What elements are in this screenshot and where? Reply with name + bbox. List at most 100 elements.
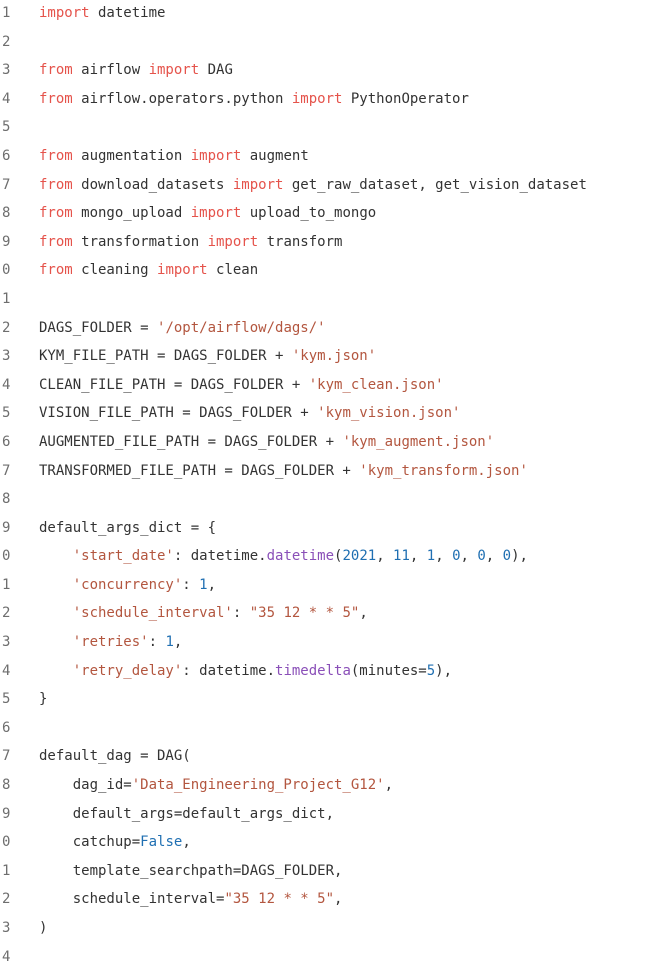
line-number: 3 (2, 348, 11, 365)
code-line[interactable]: 7 from download_datasets import get_raw_d… (0, 171, 658, 200)
code-line[interactable]: 9 from transformation import transform (0, 228, 658, 257)
code-token: from (39, 90, 73, 107)
line-number: 9 (2, 233, 11, 250)
line-number: 2 (2, 319, 11, 336)
code-token: : (148, 634, 166, 651)
code-line[interactable]: 4 (0, 943, 658, 971)
code-token: , (182, 834, 191, 851)
code-token: : datetime. (173, 548, 267, 565)
code-token: from (39, 205, 73, 222)
code-line[interactable]: 3 'retries': 1, (0, 628, 658, 657)
code-line[interactable]: 1 (0, 285, 658, 314)
code-text: } (39, 685, 658, 714)
line-number: 9 (2, 805, 11, 822)
code-token: 'kym_vision.json' (317, 405, 461, 422)
code-token: (minutes= (350, 662, 427, 679)
code-token: import (190, 205, 242, 222)
code-text: from cleaning import clean (39, 256, 658, 285)
code-line[interactable]: 2 'schedule_interval': "35 12 * * 5", (0, 599, 658, 628)
code-text: from transformation import transform (39, 228, 658, 257)
code-text: from download_datasets import get_raw_da… (39, 171, 658, 200)
code-token: , (384, 777, 394, 794)
code-text: 'retry_delay': datetime.timedelta(minute… (39, 657, 658, 686)
code-line[interactable]: 1 'concurrency': 1, (0, 571, 658, 600)
line-number: 9 (2, 519, 11, 536)
code-line[interactable]: 6 AUGMENTED_FILE_PATH = DAGS_FOLDER + 'ky… (0, 428, 658, 457)
code-token: 11 (393, 548, 410, 565)
code-text: dag_id='Data_Engineering_Project_G12', (39, 771, 658, 800)
code-line[interactable]: 3 KYM_FILE_PATH = DAGS_FOLDER + 'kym.json… (0, 342, 658, 371)
line-number: 8 (2, 491, 11, 508)
line-number: 6 (2, 147, 11, 164)
code-token: schedule_interval= (39, 891, 225, 908)
code-line[interactable]: 8 dag_id='Data_Engineering_Project_G12', (0, 771, 658, 800)
code-token: airflow.operators.python (72, 90, 292, 107)
code-text: schedule_interval="35 12 * * 5", (39, 885, 658, 914)
line-number: 0 (2, 548, 11, 565)
code-token: , (460, 548, 478, 565)
code-token: dag_id= (39, 777, 132, 794)
code-token: 'kym_augment.json' (342, 433, 495, 450)
code-line[interactable]: 4 'retry_delay': datetime.timedelta(minu… (0, 657, 658, 686)
code-token (39, 605, 73, 621)
line-number: 6 (2, 433, 11, 450)
code-text: AUGMENTED_FILE_PATH = DAGS_FOLDER + 'kym… (39, 428, 658, 457)
code-token: VISION_FILE_PATH = DAGS_FOLDER + (39, 405, 318, 422)
code-token: from (39, 233, 73, 250)
code-token: 'kym.json' (291, 348, 377, 365)
line-number: 8 (2, 205, 11, 222)
code-token: from (39, 147, 73, 164)
code-line[interactable]: 1 template_searchpath=DAGS_FOLDER, (0, 857, 658, 886)
line-number: 0 (2, 262, 11, 279)
code-line[interactable]: 2 (0, 28, 658, 57)
code-token: : (232, 605, 250, 622)
code-token: from (39, 176, 73, 193)
code-token: upload_to_mongo (241, 205, 377, 222)
code-token: False (140, 834, 183, 851)
code-token: import (190, 147, 242, 164)
code-token: , (359, 605, 368, 622)
code-text: catchup=False, (39, 828, 658, 857)
code-line[interactable]: 0 catchup=False, (0, 828, 658, 857)
code-token: 0 (502, 548, 512, 565)
code-line[interactable]: 0 'start_date': datetime.datetime(2021, … (0, 542, 658, 571)
code-token: import (207, 233, 259, 250)
line-number: 4 (2, 90, 11, 107)
code-token: 'kym_clean.json' (308, 376, 444, 393)
code-line[interactable]: 9 default_args=default_args_dict, (0, 800, 658, 829)
code-line[interactable]: 3) (0, 914, 658, 943)
code-token: 1 (165, 634, 174, 651)
code-token: PythonOperator (342, 90, 469, 107)
code-token: : datetime. (182, 662, 276, 679)
code-line[interactable]: 6 (0, 714, 658, 743)
code-text: KYM_FILE_PATH = DAGS_FOLDER + 'kym.json' (39, 342, 658, 371)
code-line[interactable]: 2 DAGS_FOLDER = '/opt/airflow/dags/' (0, 314, 658, 343)
code-line[interactable]: 2 schedule_interval="35 12 * * 5", (0, 885, 658, 914)
code-text: DAGS_FOLDER = '/opt/airflow/dags/' (39, 314, 658, 343)
code-token: 0 (452, 548, 461, 565)
code-line[interactable]: 5} (0, 685, 658, 714)
code-token: from (39, 62, 73, 79)
line-number: 5 (2, 691, 11, 708)
code-line[interactable]: 8 (0, 485, 658, 514)
line-number: 2 (2, 891, 11, 908)
code-token: 'schedule_interval' (72, 605, 233, 622)
line-number: 3 (2, 62, 11, 79)
code-line[interactable]: 0 from cleaning import clean (0, 256, 658, 285)
code-line[interactable]: 5 (0, 113, 658, 142)
code-token (39, 663, 73, 679)
code-text: template_searchpath=DAGS_FOLDER, (39, 857, 658, 886)
line-number: 7 (2, 176, 11, 193)
code-token: } (39, 691, 48, 708)
